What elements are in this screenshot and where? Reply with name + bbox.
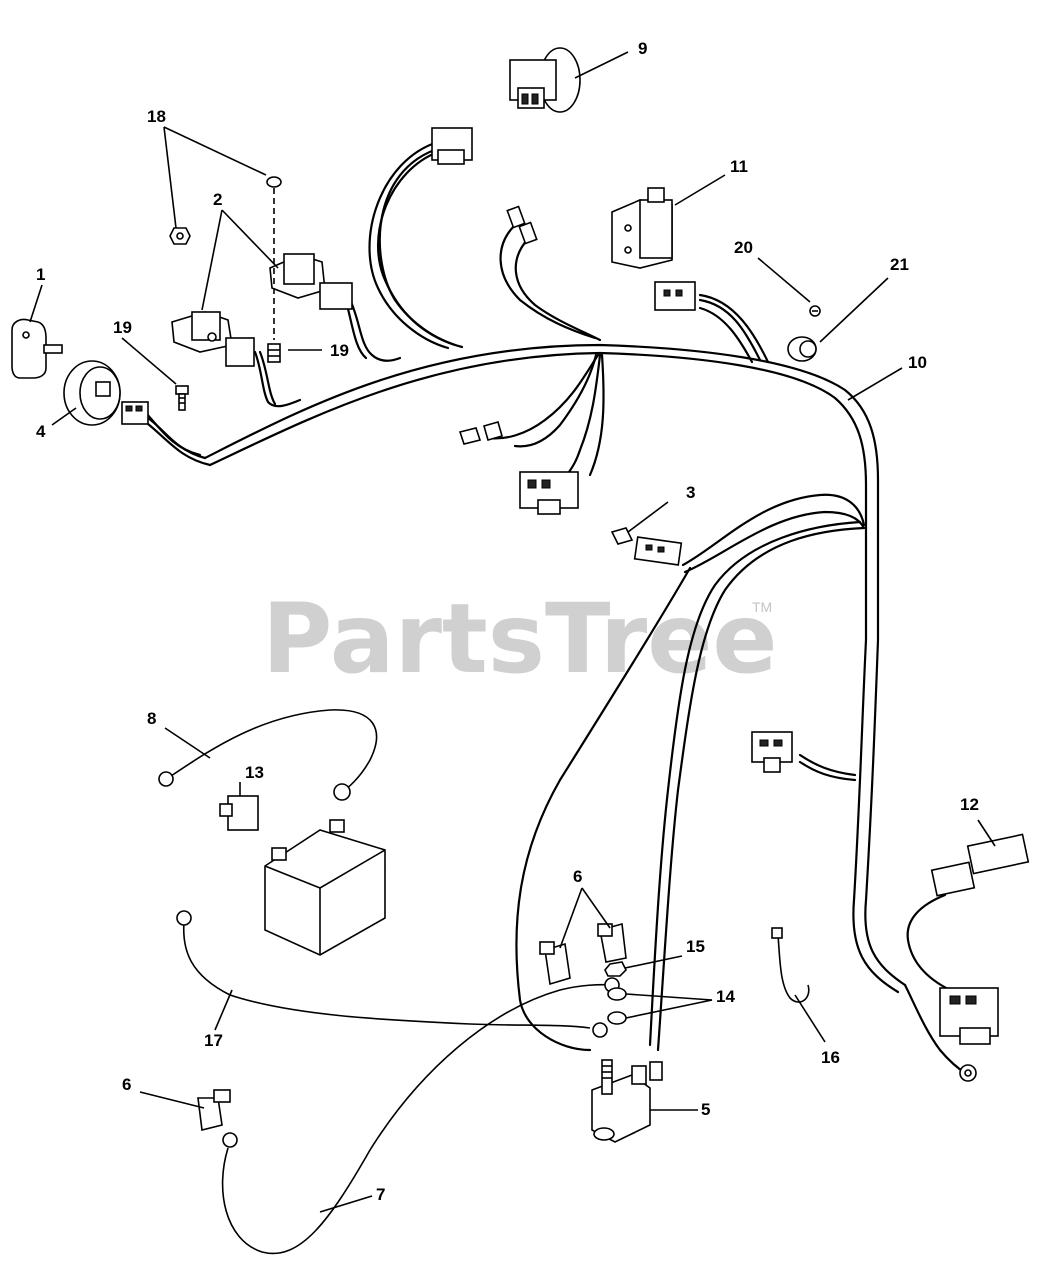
lower-right-connector bbox=[939, 987, 999, 1082]
part-18-nuts bbox=[169, 176, 282, 340]
callout-10: 10 bbox=[908, 353, 927, 372]
callout-5: 5 bbox=[701, 1100, 710, 1119]
middle-connector bbox=[519, 471, 579, 515]
callout-12: 12 bbox=[960, 795, 979, 814]
lower-right-wires bbox=[903, 893, 970, 1077]
callout-13: 13 bbox=[245, 763, 264, 782]
part-6-boot-upper bbox=[539, 922, 627, 986]
part-17-cable bbox=[176, 910, 608, 1038]
part-5-solenoid bbox=[591, 1059, 663, 1143]
part-9-switch bbox=[509, 47, 581, 113]
part-11-plunger-switch bbox=[611, 187, 673, 269]
battery bbox=[264, 819, 386, 956]
watermark-text: PartsTree bbox=[262, 583, 777, 695]
top-connector bbox=[431, 127, 473, 165]
callout-19-left: 19 bbox=[113, 318, 132, 337]
part-3-fuse bbox=[610, 527, 683, 566]
part-13-terminal-cover bbox=[219, 795, 259, 831]
callout-14: 14 bbox=[716, 987, 735, 1006]
callout-1: 1 bbox=[36, 265, 45, 284]
callout-20: 20 bbox=[734, 238, 753, 257]
part-20-screw bbox=[809, 305, 821, 317]
part-6-boot-left bbox=[197, 1089, 231, 1131]
switch-wires bbox=[698, 293, 770, 364]
callout-8: 8 bbox=[147, 709, 156, 728]
part-19-bolt bbox=[175, 385, 189, 411]
part-12-connector bbox=[930, 833, 1030, 897]
right-side-connector bbox=[751, 731, 793, 773]
solenoid-wires bbox=[515, 493, 866, 1052]
callout-3: 3 bbox=[686, 483, 695, 502]
part-7-cable bbox=[221, 977, 620, 1255]
part-14-washers bbox=[607, 987, 627, 1025]
callout-16: 16 bbox=[821, 1048, 840, 1067]
middle-drop-wires bbox=[486, 353, 605, 480]
callout-2: 2 bbox=[213, 190, 222, 209]
part-16-tie-strap bbox=[771, 927, 810, 1003]
part-19-bolt-small bbox=[267, 343, 281, 363]
callout-15: 15 bbox=[686, 937, 705, 956]
upper-terminal-wires bbox=[499, 223, 602, 342]
part-15-nut bbox=[604, 961, 627, 977]
callout-19-right: 19 bbox=[330, 341, 349, 360]
callout-11: 11 bbox=[730, 157, 748, 176]
callout-6-upper: 6 bbox=[573, 867, 582, 886]
upper-terminals bbox=[506, 205, 538, 245]
main-harness bbox=[203, 343, 907, 994]
part-1-key bbox=[11, 318, 63, 379]
callout-18: 18 bbox=[147, 107, 166, 126]
part-2-relays bbox=[171, 253, 353, 367]
harness-branch-top bbox=[368, 140, 464, 350]
callout-4: 4 bbox=[36, 422, 46, 441]
leader-lines bbox=[29, 51, 996, 1213]
right-connector-wires bbox=[798, 753, 857, 782]
callout-labels: 1 2 3 4 5 6 6 7 8 9 10 11 12 13 14 15 16… bbox=[36, 39, 979, 1204]
callout-9: 9 bbox=[638, 39, 647, 58]
switch-connector bbox=[654, 281, 696, 311]
callout-17: 17 bbox=[204, 1031, 223, 1050]
part-21-clamp bbox=[787, 336, 817, 362]
part-8-cable bbox=[158, 709, 378, 801]
watermark-trademark: TM bbox=[752, 599, 772, 615]
part-4-ignition-switch bbox=[63, 360, 149, 426]
ignition-wires bbox=[143, 410, 212, 467]
callout-7: 7 bbox=[376, 1185, 385, 1204]
callout-21: 21 bbox=[890, 255, 909, 274]
callout-6-lower: 6 bbox=[122, 1075, 131, 1094]
middle-terminals bbox=[458, 421, 503, 445]
